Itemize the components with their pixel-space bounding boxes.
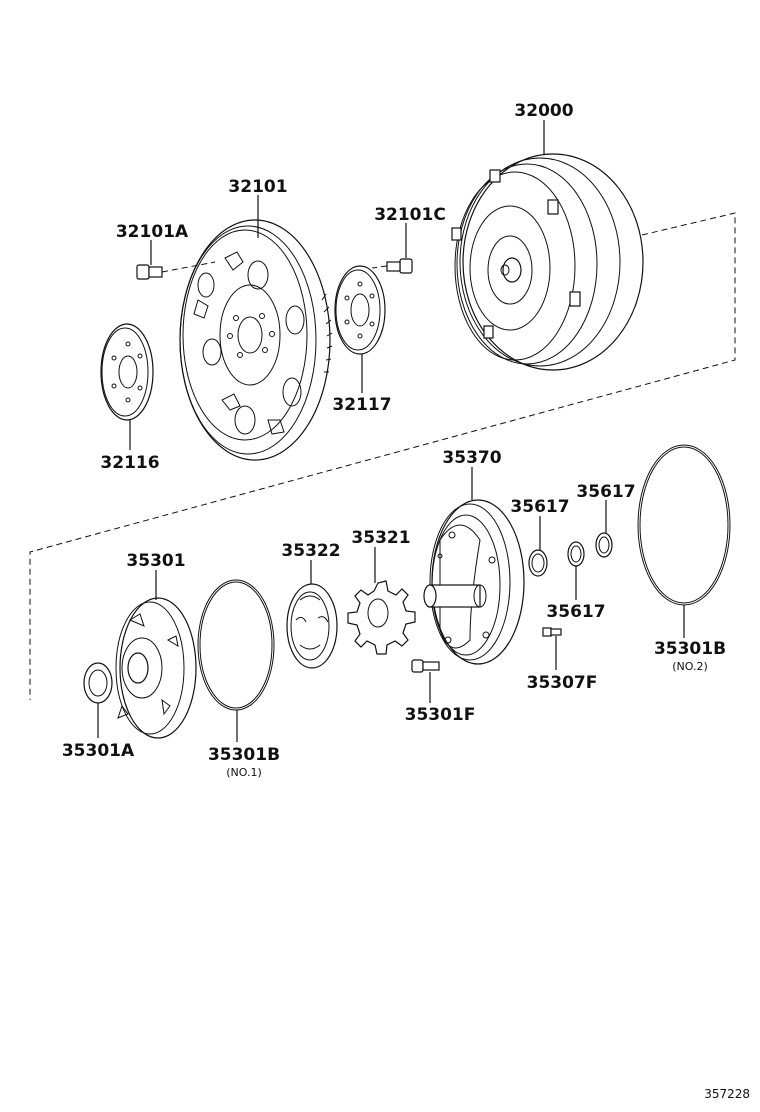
drive-gear-35321[interactable] xyxy=(347,580,416,655)
label-32101A: 32101A xyxy=(116,222,189,242)
group-outline xyxy=(29,212,736,700)
o-ring-35301B-no1-inner xyxy=(199,581,273,709)
spacer-plate-32117[interactable] xyxy=(334,265,386,355)
label-32101C: 32101C xyxy=(374,205,446,225)
pump-body-35370[interactable] xyxy=(423,499,525,665)
label-35322: 35322 xyxy=(281,541,340,561)
note-35301B-no1: (NO.1) xyxy=(226,766,262,779)
label-32101: 32101 xyxy=(228,177,287,197)
driven-gear-35322[interactable] xyxy=(286,583,338,669)
label-35301F: 35301F xyxy=(405,705,476,725)
spacer-plate-32116[interactable] xyxy=(100,323,154,421)
bolt-32101A[interactable] xyxy=(136,261,216,280)
note-35301B-no2: (NO.2) xyxy=(672,660,708,673)
label-35301B-no1: 35301B xyxy=(208,745,280,765)
label-35301B-no2: 35301B xyxy=(654,639,726,659)
label-32000: 32000 xyxy=(514,101,573,121)
bolt-32101C[interactable] xyxy=(371,258,413,274)
label-32116: 32116 xyxy=(100,453,159,473)
label-35301: 35301 xyxy=(126,551,185,571)
leader-lines xyxy=(97,120,685,742)
bolt-35301F[interactable] xyxy=(411,659,440,673)
label-35370: 35370 xyxy=(442,448,501,468)
drive-plate-32101[interactable] xyxy=(179,219,333,461)
pump-cover-35301[interactable] xyxy=(115,597,197,739)
bolt-35307F[interactable] xyxy=(542,627,562,637)
label-35617-c: 35617 xyxy=(576,482,635,502)
label-35307F: 35307F xyxy=(527,673,598,693)
label-32117: 32117 xyxy=(332,395,391,415)
oil-seal-35301A[interactable] xyxy=(83,662,113,704)
seal-ring-35617-b[interactable] xyxy=(567,541,585,567)
seal-ring-35617-a[interactable] xyxy=(528,549,548,577)
seal-ring-35617-c[interactable] xyxy=(595,532,613,558)
diagram-reference-number: 357228 xyxy=(704,1087,750,1101)
o-ring-35301B-no1[interactable] xyxy=(197,579,275,711)
o-ring-35301B-no2-inner xyxy=(639,446,729,604)
torque-converter-32000[interactable] xyxy=(451,153,644,371)
label-35321: 35321 xyxy=(351,528,410,548)
o-ring-35301B-no2[interactable] xyxy=(637,444,731,606)
label-35617-b: 35617 xyxy=(546,602,605,622)
label-35301A: 35301A xyxy=(62,741,135,761)
label-35617-a: 35617 xyxy=(510,497,569,517)
